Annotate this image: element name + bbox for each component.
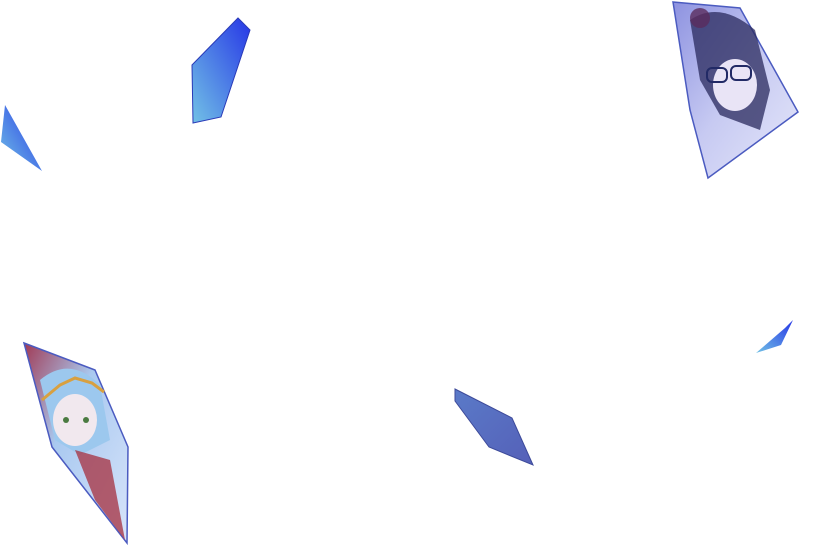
shard-top-left-large xyxy=(191,17,251,124)
shard-portrait-glasses-girl xyxy=(672,1,799,180)
shard-portrait-tiara-boy xyxy=(22,341,129,545)
shard-top-left-small xyxy=(1,105,42,171)
shard-bottom-center xyxy=(454,388,534,466)
shard-right-small xyxy=(756,320,793,353)
